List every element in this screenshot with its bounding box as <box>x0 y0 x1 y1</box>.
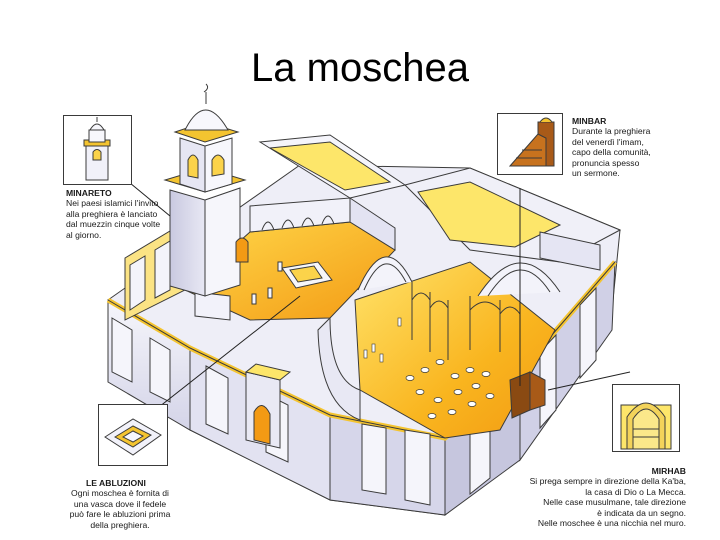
minareto-line: dal muezzin cinque volte <box>66 219 161 230</box>
leader-lines <box>129 182 631 419</box>
mirhab-inset <box>612 384 680 452</box>
minbar-line: Durante la preghiera <box>572 126 651 137</box>
mirhab-caption: MIRHAB Si prega sempre in direzione dell… <box>510 466 686 528</box>
abluzioni-line: una vasca dove il fedele <box>73 498 167 509</box>
minbar-caption: MINBAR Durante la preghiera del venerdì … <box>572 116 651 178</box>
minbar-thumbnail-icon <box>508 117 555 167</box>
mirhab-niche-icon <box>620 402 672 450</box>
minaret-inset <box>63 115 132 185</box>
mirhab-line: Nelle moschee è una nicchia nel muro. <box>537 518 686 529</box>
minbar-inset <box>497 113 563 175</box>
mirhab-line: la casa di Dio o La Mecca. <box>585 486 686 497</box>
minaret-thumbnail-icon <box>83 117 111 181</box>
prayer-hall <box>317 256 561 439</box>
abluzioni-heading: LE ABLUZIONI <box>86 478 146 488</box>
main-entrance <box>244 363 292 449</box>
abluzioni-caption: LE ABLUZIONI Ogni moschea è fornita di u… <box>60 478 180 530</box>
abluzioni-line: può fare le abluzioni prima <box>69 509 171 520</box>
minbar-line: capo della comunità, <box>572 147 651 158</box>
ablution-basin-icon <box>104 418 162 456</box>
ablution-inset <box>98 404 168 466</box>
minbar-line: un sermone. <box>572 168 620 179</box>
minbar-line: pronuncia spesso <box>572 157 640 168</box>
abluzioni-line: Ogni moschea è fornita di <box>71 488 169 499</box>
mirhab-line: Si prega sempre in direzione della Ka'ba… <box>529 476 686 487</box>
minareto-heading: MINARETO <box>66 188 112 198</box>
minareto-line: al giorno. <box>66 229 102 240</box>
page-title: La moschea <box>251 46 469 90</box>
abluzioni-line: della preghiera. <box>90 519 150 530</box>
mirhab-heading: MIRHAB <box>651 466 686 476</box>
minareto-line: Nei paesi islamici l'invito <box>66 198 159 209</box>
minbar-heading: MINBAR <box>572 116 607 126</box>
mirhab-line: è indicata da un segno. <box>597 507 686 518</box>
roof-blocks <box>258 134 622 271</box>
minareto-line: alla preghiera è lanciato <box>66 208 158 219</box>
mirhab-line: Nelle case musulmane, tale direzione <box>543 497 686 508</box>
minareto-caption: MINARETO Nei paesi islamici l'invito all… <box>66 188 160 240</box>
minaret <box>163 83 249 297</box>
minbar-line: del venerdì l'imam, <box>572 136 644 147</box>
buttresses <box>111 286 597 506</box>
